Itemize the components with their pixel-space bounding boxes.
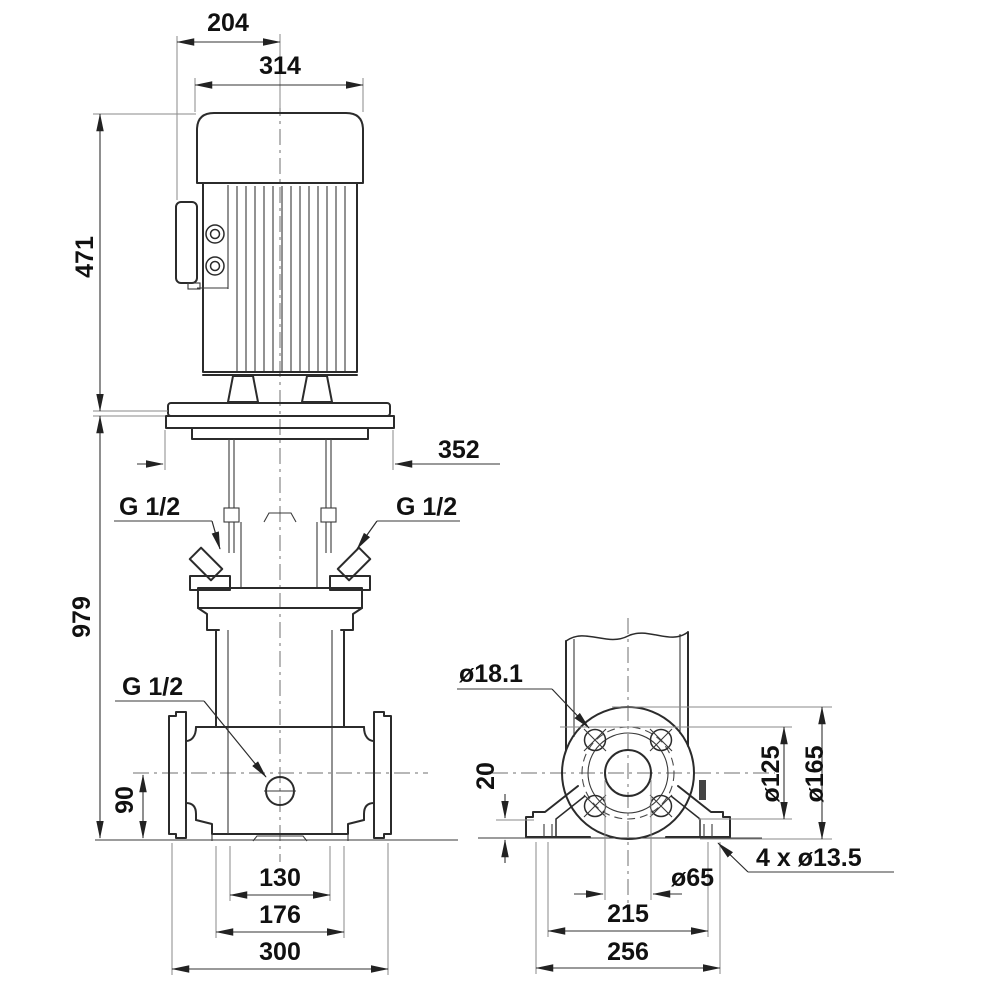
terminal-box-face-edge — [197, 185, 229, 289]
port-label-g12-drain: G 1/2 — [122, 673, 183, 701]
dim-label-90: 90 — [111, 786, 139, 814]
base-inner-lines — [227, 727, 333, 834]
plug-boss-left — [189, 575, 231, 591]
pipe-outer-walls — [565, 631, 689, 751]
staybolt-nut-left — [223, 507, 240, 523]
end-view — [478, 631, 762, 840]
ext-471-979-junction — [93, 410, 168, 417]
pump-head — [197, 587, 363, 609]
cable-entry-top-outer — [205, 224, 225, 244]
inner-cartridge — [240, 512, 318, 588]
foot-hole-right — [703, 824, 713, 837]
motor-body — [202, 182, 358, 373]
dim-label-18: ø18.1 — [459, 660, 523, 688]
raised-face-circle — [587, 732, 669, 814]
dim-label-204: 204 — [207, 9, 249, 37]
leader-lines — [114, 520, 894, 873]
motor-cooling-fins — [236, 186, 346, 371]
port-label-g12-right: G 1/2 — [396, 493, 457, 521]
sleeve-inner-lines — [227, 630, 333, 727]
bolt-circle — [581, 726, 675, 820]
bolt-hole-cross — [649, 728, 673, 752]
pipe-break-line — [565, 631, 689, 642]
outer-sleeve — [215, 629, 345, 728]
dimension-lines — [96, 38, 826, 973]
bolt-hole-cross — [583, 728, 607, 752]
cable-entry-top-inner — [209, 228, 221, 240]
bolt-hole — [649, 728, 673, 752]
dim-label-125: ø125 — [757, 745, 785, 802]
dim-label-165: ø165 — [801, 745, 829, 802]
ext-300 — [171, 843, 389, 975]
ext-176 — [215, 846, 345, 938]
ext-352 — [164, 430, 394, 470]
motor-top-cap — [196, 112, 364, 184]
ext-215 — [547, 842, 709, 937]
dim-label-352: 352 — [438, 436, 480, 464]
pipe-inner-walls — [573, 634, 681, 737]
leader-g12-drain — [203, 700, 267, 778]
terminal-box-step — [187, 282, 201, 290]
extension-lines — [93, 34, 832, 975]
vent-plug-left — [188, 546, 224, 582]
base-bowl — [195, 819, 365, 835]
leader-18 — [551, 688, 590, 729]
suction-flange-left — [168, 711, 187, 839]
pump-head-chamfer — [197, 607, 363, 631]
base-foot-left — [525, 785, 591, 838]
dim-label-215: 215 — [607, 900, 649, 928]
dim-label-176: 176 — [259, 901, 301, 929]
dim-label-20: 20 — [472, 762, 500, 790]
leader-135 — [717, 842, 749, 873]
dim-label-314: 314 — [259, 52, 301, 80]
base-foot-left-inner — [555, 795, 586, 837]
bolt-hole — [583, 728, 607, 752]
cable-entry-bottom-inner — [209, 260, 221, 272]
bolt-hole-cross — [583, 794, 607, 818]
staybolt-nut-right — [320, 507, 337, 523]
terminal-box — [175, 201, 198, 284]
bolt-hole-cross — [649, 794, 673, 818]
base-neck-upper — [185, 726, 375, 742]
dim-label-130: 130 — [259, 864, 301, 892]
leader-g12-left — [211, 520, 221, 550]
ext-165 — [612, 706, 832, 840]
discharge-flange-right — [373, 711, 392, 839]
base-foot-right — [665, 785, 731, 838]
leader-g12-right — [356, 520, 378, 550]
front-view — [95, 112, 458, 842]
base-foot-right-inner — [670, 795, 701, 837]
dim-label-300: 300 — [259, 938, 301, 966]
staybolts — [228, 439, 332, 553]
ext-256 — [535, 842, 721, 974]
flange-clamp-detail — [699, 780, 706, 800]
ext-125 — [560, 726, 792, 820]
dim-label-256: 256 — [607, 938, 649, 966]
foot-hole-left — [543, 824, 553, 837]
ext-65 — [604, 780, 652, 900]
dim-label-979: 979 — [68, 596, 96, 638]
port-label-g12-left: G 1/2 — [119, 493, 180, 521]
dim-label-135: 4 x ø13.5 — [756, 844, 862, 872]
bore-circle — [604, 749, 652, 797]
dim-label-65: ø65 — [671, 864, 714, 892]
motor-stool-block — [191, 427, 369, 440]
plug-boss-right — [329, 575, 371, 591]
dimension-labels: 204 314 471 979 352 G 1/2 G 1/2 G 1/2 90… — [68, 9, 862, 966]
ext-314 — [194, 78, 364, 112]
vent-plug-right — [336, 546, 372, 582]
motor-stool-top-plate — [167, 402, 391, 417]
cable-entry-bottom-outer — [205, 256, 225, 276]
base-neck-lower — [185, 802, 375, 821]
dim-label-471: 471 — [71, 236, 99, 278]
